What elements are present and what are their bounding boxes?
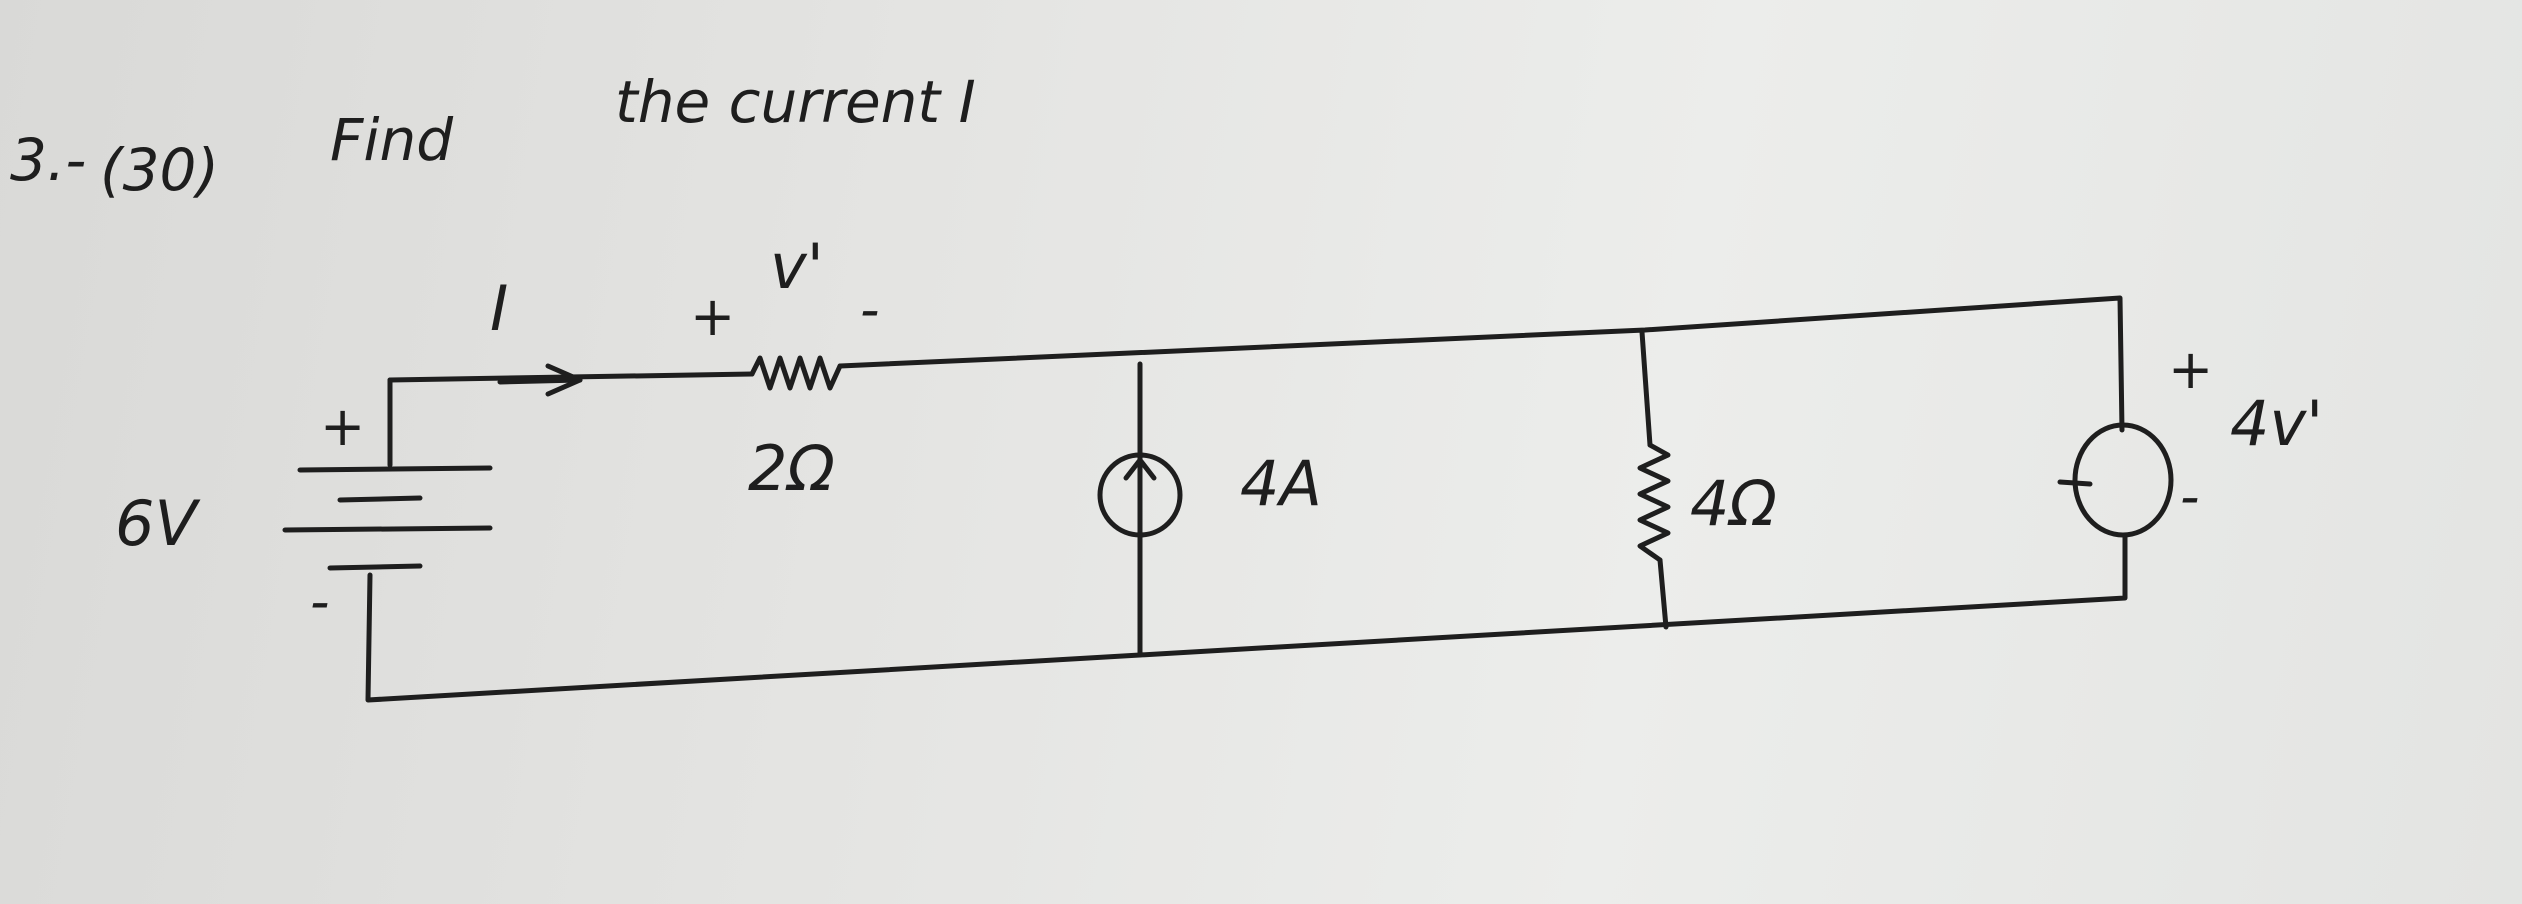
label-dep-source: 4v': [2230, 387, 2323, 460]
wire-top-main: [837, 295, 2125, 433]
statement-find: Find: [330, 106, 454, 174]
resistor-4-ohm-symbol: [1637, 442, 1671, 563]
label-6v-plus: +: [320, 395, 365, 458]
label-v-prime-minus: -: [860, 278, 880, 341]
dependent-source-symbol: [2057, 422, 2174, 538]
problem-number: 3.-: [10, 126, 86, 194]
battery-6v-symbol: [282, 465, 493, 571]
wire-left-bottom: [365, 532, 2128, 703]
wire-branch-4ohm-bottom: [1657, 557, 1669, 630]
label-dep-source-minus: -: [2180, 465, 2200, 528]
label-v-prime-plus: +: [690, 285, 735, 348]
statement-rest: the current I: [615, 68, 976, 136]
circuit-labels: I + v' - 2Ω + 6V - 4A 4Ω + 4v' -: [115, 230, 2323, 633]
label-resistor-2: 2Ω: [748, 432, 835, 505]
label-source-6v: 6V: [115, 487, 201, 560]
label-dep-source-plus: +: [2168, 338, 2213, 401]
label-6v-minus: -: [310, 570, 330, 633]
current-arrow: [497, 363, 583, 397]
label-v-prime: v': [770, 230, 824, 303]
label-resistor-4: 4Ω: [1690, 467, 1777, 540]
current-source-4a-symbol: [1097, 452, 1183, 538]
label-current-i: I: [490, 272, 508, 345]
resistor-2-ohm-symbol: [749, 355, 843, 391]
label-current-source-4a: 4A: [1240, 447, 1322, 520]
problem-points: (30): [100, 136, 219, 204]
problem-header: 3.- (30) Find the current I: [10, 68, 976, 204]
wire-branch-4ohm-top: [1639, 329, 1653, 448]
